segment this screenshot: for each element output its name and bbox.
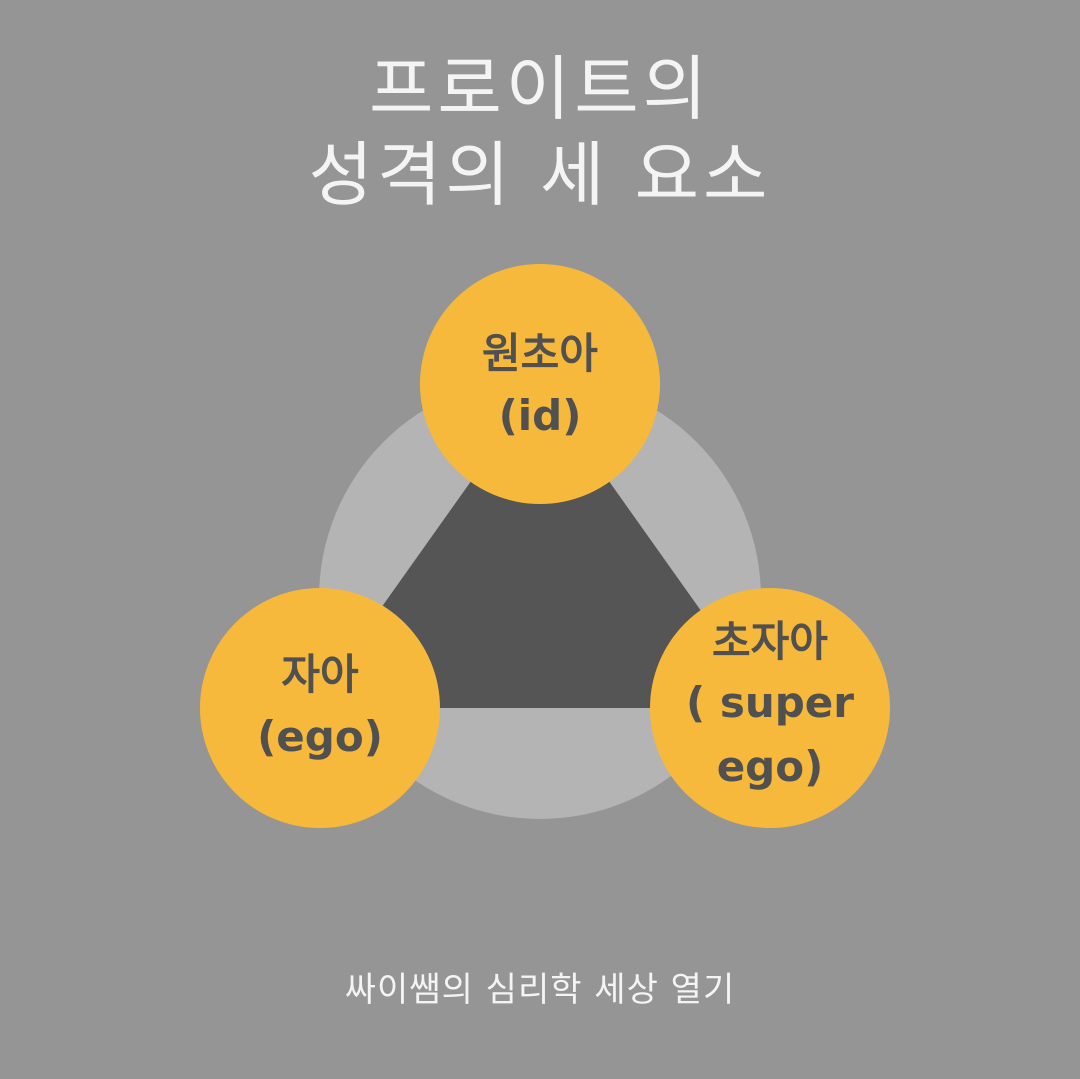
node-superego-label-ko: 초자아 bbox=[712, 617, 828, 666]
node-id-label-en: (id) bbox=[498, 391, 582, 440]
title-line-1: 프로이트의 bbox=[369, 48, 711, 130]
node-ego-label-en: (ego) bbox=[257, 712, 383, 761]
center-triangle bbox=[310, 384, 770, 708]
node-id-label-ko: 원초아 bbox=[482, 329, 598, 378]
title-line-2: 성격의 세 요소 bbox=[308, 134, 772, 216]
node-id: 원초아 (id) bbox=[420, 264, 660, 504]
page-title: 프로이트의 성격의 세 요소 bbox=[0, 46, 1080, 218]
node-superego-label-en-2: ego) bbox=[716, 742, 824, 791]
node-ego-label-ko: 자아 bbox=[281, 650, 359, 699]
footer-caption: 싸이쌤의 심리학 세상 열기 bbox=[344, 970, 736, 1010]
node-superego: 초자아 ( super ego) bbox=[650, 588, 890, 828]
node-ego: 자아 (ego) bbox=[200, 588, 440, 828]
node-superego-label-en-1: ( super bbox=[686, 678, 854, 727]
